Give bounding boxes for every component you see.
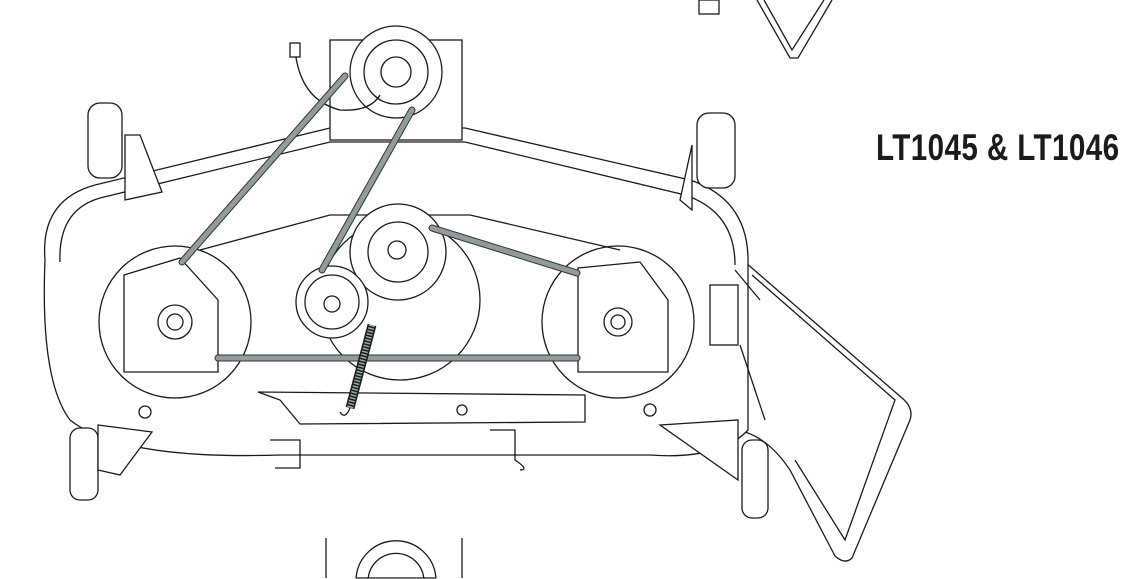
right-spindle-nut (610, 314, 626, 330)
discharge-chute-inner (751, 274, 896, 542)
bottom-engine-pulley (355, 540, 437, 579)
lift-bracket (257, 391, 586, 425)
drive-belt (178, 72, 581, 362)
deck-bolt (138, 405, 152, 419)
center-pulley-rim (367, 221, 429, 283)
idler-pulley (295, 265, 369, 339)
height-adjust-linkage (709, 284, 739, 346)
belt-segment (179, 73, 348, 265)
gauge-wheel-left-top (87, 102, 123, 179)
right-blade-housing (541, 245, 695, 399)
left-blade-housing (98, 245, 252, 399)
partial-chute-top (756, 0, 833, 59)
left-spindle (157, 304, 193, 340)
center-pulley-nut (387, 240, 407, 260)
gauge-wheel-right-bottom (741, 439, 769, 519)
engine-pulley-hub (380, 56, 412, 88)
discharge-chute (744, 260, 912, 562)
partial-chute-top-inner (763, 0, 825, 52)
idler-pulley-rim (304, 274, 360, 330)
idler-pulley-hub (323, 295, 341, 313)
wheel-bracket-left-bottom (97, 424, 154, 476)
wheel-bracket-right-top (679, 144, 693, 212)
gauge-wheel-right-top (696, 112, 736, 189)
wheel-bracket-right-bottom (658, 419, 739, 482)
hitch-pins (270, 429, 525, 471)
right-spindle (603, 307, 633, 337)
clutch-wire (294, 49, 381, 111)
model-title: LT1045 & LT1046 (876, 127, 1120, 168)
wire-connector (289, 42, 301, 58)
linkage-rod (734, 269, 766, 421)
bottom-engine-pulley-rim (367, 552, 425, 579)
belt-segment (319, 107, 415, 273)
gauge-wheel-left-bottom (69, 427, 99, 501)
spring-hook (339, 407, 351, 416)
idler-spring-coils (347, 324, 375, 409)
engine-pulley-rim (363, 39, 429, 105)
bracket-hole (456, 404, 468, 416)
center-pulley (349, 203, 447, 301)
left-spindle-nut (166, 313, 184, 331)
belt-segment (429, 225, 580, 276)
wheel-bracket-left-top (124, 134, 163, 201)
partial-bracket-top (698, 0, 720, 15)
deck-bolt (643, 403, 657, 417)
